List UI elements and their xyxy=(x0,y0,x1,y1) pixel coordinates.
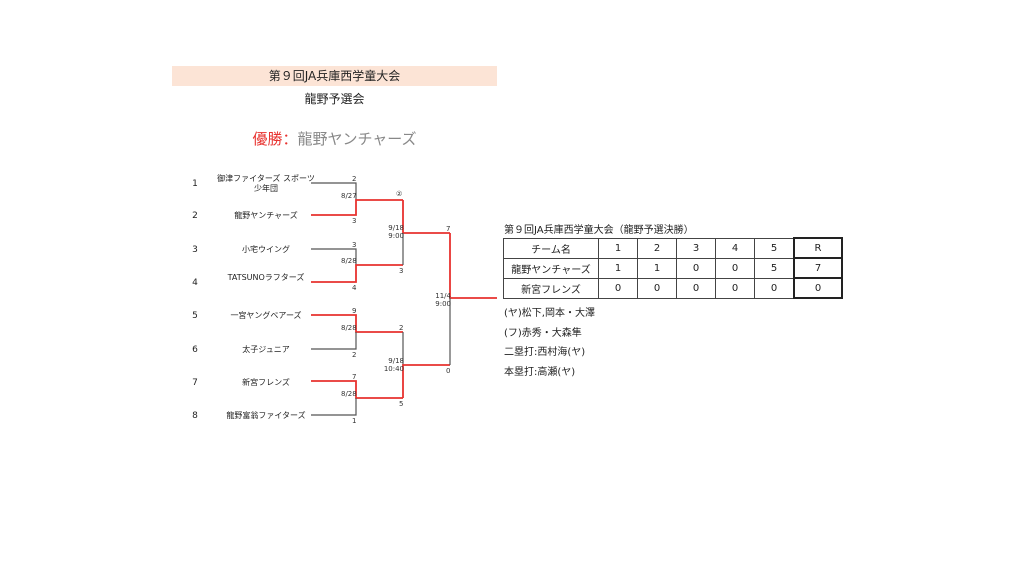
bracket-line-winner xyxy=(311,264,403,283)
total-score: 0 xyxy=(793,277,843,299)
bracket-line-winner xyxy=(449,233,497,299)
tournament-title: 第９回JA兵庫西学童大会 xyxy=(172,66,497,86)
scoreboard-title: 第９回JA兵庫西学童大会（龍野予選決勝） xyxy=(504,225,694,236)
inning-score: 0 xyxy=(754,277,795,299)
winner-label: 優勝： xyxy=(252,130,298,148)
match-score: 0 xyxy=(446,367,451,375)
match-time: 9:00 xyxy=(388,232,404,240)
header-inning: 4 xyxy=(715,237,755,259)
match-score: 7 xyxy=(446,225,451,233)
team-name: 太子ジュニア xyxy=(242,345,290,354)
team-name: 一宮ヤングベアーズ xyxy=(230,311,302,320)
header-inning: 1 xyxy=(598,237,638,259)
bracket-line-winner xyxy=(402,200,450,234)
inning-score: 1 xyxy=(637,257,677,279)
inning-score: 0 xyxy=(715,257,755,279)
scoreboard-row: 新宮フレンズ 0 0 0 0 0 0 xyxy=(503,277,843,299)
match-date: 9/18 xyxy=(388,224,404,232)
team-name: 小宅ウイング xyxy=(242,245,290,254)
inning-score: 0 xyxy=(598,277,638,299)
inning-score: 0 xyxy=(715,277,755,299)
inning-score: 0 xyxy=(637,277,677,299)
team-number: 5 xyxy=(192,311,198,321)
team-name: 新宮フレンズ xyxy=(242,378,290,387)
match-date: 8/28 xyxy=(341,324,357,332)
bracket-line xyxy=(311,332,357,350)
header-total: R xyxy=(793,237,843,259)
team-number: 6 xyxy=(192,345,198,355)
team-name: 龍野富翁ファイターズ xyxy=(226,411,306,420)
bracket-line-winner xyxy=(402,364,450,398)
team-number: 3 xyxy=(192,245,198,255)
match-date: 9/18 xyxy=(388,357,404,365)
team-name: 御津ファイターズ スポーツ少年団 xyxy=(217,174,315,193)
header-inning: 5 xyxy=(754,237,795,259)
bracket-line-winner xyxy=(311,314,403,333)
match-score: 3 xyxy=(352,241,357,249)
bracket-line-winner xyxy=(311,380,403,399)
note-line: 二塁打:西村海(ヤ) xyxy=(504,347,586,358)
scoreboard-row: 龍野ヤンチャーズ 1 1 0 0 5 7 xyxy=(503,257,843,279)
match-score: 3 xyxy=(399,267,404,275)
tournament-subtitle: 龍野予選会 xyxy=(304,92,365,106)
match-score: 9 xyxy=(352,307,357,315)
match-score: 3 xyxy=(352,217,357,225)
team-number: 7 xyxy=(192,378,198,388)
total-score: 7 xyxy=(793,257,843,279)
match-time: 10:40 xyxy=(383,365,404,373)
match-mark: ② xyxy=(396,190,403,198)
inning-score: 0 xyxy=(676,257,716,279)
match-date: 11/4 xyxy=(435,292,451,300)
inning-score: 0 xyxy=(676,277,716,299)
inning-score: 5 xyxy=(754,257,795,279)
match-score: 2 xyxy=(352,351,357,359)
match-date: 8/28 xyxy=(341,390,357,398)
team-number: 2 xyxy=(192,211,198,221)
match-score: 2 xyxy=(352,175,357,183)
match-date: 8/27 xyxy=(341,192,357,200)
header-inning: 3 xyxy=(676,237,716,259)
match-score: 7 xyxy=(352,373,357,381)
match-score: 4 xyxy=(352,284,357,292)
match-date: 8/28 xyxy=(341,257,357,265)
scoreboard-table: チーム名 1 2 3 4 5 R 龍野ヤンチャーズ 1 1 0 0 5 7 新宮… xyxy=(503,237,843,299)
team-name: TATSUNOラフターズ xyxy=(227,273,305,282)
bracket-line-winner xyxy=(311,199,403,216)
winner-line: 優勝：龍野ヤンチャーズ xyxy=(172,128,497,149)
team-number: 1 xyxy=(192,179,198,189)
note-line: 本塁打:高瀬(ヤ) xyxy=(504,366,576,378)
bracket-line xyxy=(311,398,357,416)
note-line: (ヤ)松下,岡本・大澤 xyxy=(504,308,595,319)
row-team: 新宮フレンズ xyxy=(503,277,599,299)
match-score: 1 xyxy=(352,417,357,425)
note-line: (フ)赤秀・大森隼 xyxy=(504,327,582,339)
scoreboard-header-row: チーム名 1 2 3 4 5 R xyxy=(503,237,843,259)
winner-team: 龍野ヤンチャーズ xyxy=(297,130,417,148)
row-team: 龍野ヤンチャーズ xyxy=(503,257,599,279)
game-notes: (ヤ)松下,岡本・大澤 (フ)赤秀・大森隼 二塁打:西村海(ヤ) 本塁打:高瀬(… xyxy=(504,304,595,382)
header-team: チーム名 xyxy=(503,237,599,259)
team-name: 龍野ヤンチャーズ xyxy=(234,211,298,220)
match-score: 2 xyxy=(399,324,404,332)
header-inning: 2 xyxy=(637,237,677,259)
inning-score: 1 xyxy=(598,257,638,279)
team-number: 8 xyxy=(192,411,198,421)
match-score: 5 xyxy=(399,400,404,408)
match-time: 9:00 xyxy=(435,300,451,308)
team-number: 4 xyxy=(192,278,198,288)
